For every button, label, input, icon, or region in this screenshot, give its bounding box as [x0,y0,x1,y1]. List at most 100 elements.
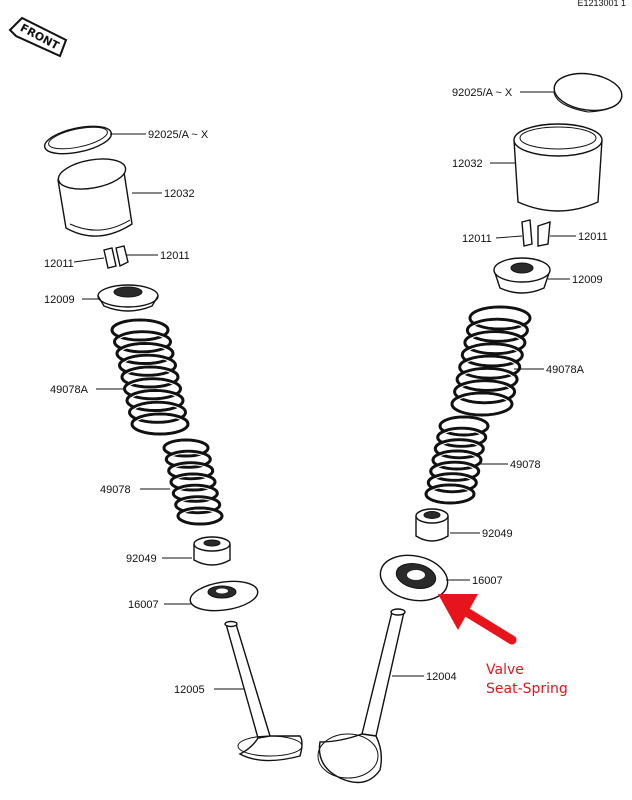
label-right-valve: 12004 [426,671,457,683]
spring-coil [468,305,532,331]
spring-coil [450,391,514,417]
spring-coil [174,495,222,515]
spring-coil-highlight [435,452,479,468]
spring-coil [130,412,190,436]
label-left-retainer: 12009 [44,294,75,306]
spring-coil-highlight [122,356,173,374]
label-right-keeper-b: 12011 [578,231,608,243]
spring-coil-highlight [180,509,220,523]
spring-coil-highlight [437,441,481,457]
label-left-tappet: 12032 [164,188,195,200]
spring-coil-highlight [166,441,206,455]
spring-coil-highlight [127,380,178,398]
annotation-arrow-shaft [455,603,517,645]
spring-coil-highlight [178,498,218,512]
left-inner-spring [162,438,224,526]
label-right-keeper-a: 12011 [462,233,492,245]
label-left-valve: 12005 [174,684,205,696]
spring-coil [171,483,219,503]
spring-coil-highlight [117,333,168,351]
spring-coil-highlight [430,475,474,491]
right-seal [415,508,449,542]
spring-coil [453,379,517,405]
spring-coil [429,460,481,482]
label-right-inner-spring: 49078 [510,459,541,471]
left-retainer [97,284,159,312]
spring-coil-highlight [171,464,211,478]
spring-coil [433,438,485,460]
spring-coil-highlight [129,392,181,409]
label-right-seal: 92049 [482,528,513,540]
spring-coil [125,389,185,412]
left-tappet [57,158,133,237]
left-outer-spring [110,318,190,436]
spring-coil-highlight [464,345,520,365]
front-direction-tag: FRONT [8,16,68,58]
right-seat [379,554,449,602]
right-tappet [513,123,603,212]
left-seat [189,580,259,612]
spring-coil-highlight [132,403,183,421]
right-retainer [493,257,551,294]
label-right-retainer: 12009 [572,274,603,286]
spring-coil-highlight [472,308,528,328]
spring-coil-highlight [114,321,166,339]
spring-coil [455,366,519,392]
right-shim [553,72,623,113]
annotation-line-1: Valve [486,662,524,678]
spring-coil-highlight [459,369,515,389]
spring-coil-highlight [433,463,477,479]
spring-coil-highlight [119,345,171,362]
spring-coil [436,426,488,448]
right-outer-spring [450,305,532,417]
spring-coil [115,342,175,365]
annotation-line-2: Seat-Spring [486,681,568,697]
diagram-code: E1213001 1 [577,0,626,8]
spring-coil [167,461,215,481]
spring-coil [463,330,527,356]
spring-coil-highlight [454,394,510,414]
spring-coil [431,449,483,471]
spring-coil [465,317,529,343]
spring-coil [113,330,172,354]
label-left-keeper-b: 12011 [160,250,190,262]
left-seal [193,536,231,566]
annotation-arrow [438,594,517,645]
left-keepers [103,245,129,269]
spring-coil-highlight [168,452,208,466]
spring-coil [176,506,224,526]
spring-coil-highlight [467,333,523,353]
spring-coil [458,354,522,380]
spring-coil [120,365,180,389]
label-right-outer-spring: 49078A [546,364,585,376]
spring-coil-highlight [173,475,213,489]
right-keepers [521,219,551,247]
label-left-seat: 16007 [128,599,159,611]
label-left-keeper-a: 12011 [44,258,74,270]
spring-coil [169,472,217,492]
spring-coil-highlight [440,429,484,445]
annotation-arrow-head-icon [438,594,478,630]
label-left-seal: 92049 [126,553,157,565]
front-arrow-icon [8,16,68,58]
left-valve [224,620,303,762]
label-left-inner-spring: 49078 [100,484,131,496]
spring-coil [118,353,177,377]
spring-coil [426,472,478,494]
label-left-shim: 92025/A ~ X [148,129,209,141]
spring-coil-highlight [124,368,176,386]
spring-coil [128,400,187,424]
left-shim [43,125,113,155]
spring-coil-highlight [462,357,518,377]
right-inner-spring [424,415,490,505]
label-right-seat: 16007 [472,575,503,587]
spring-coil [110,318,170,342]
spring-coil-highlight [428,486,472,502]
label-right-tappet: 12032 [452,158,483,170]
spring-coil-highlight [442,418,486,434]
spring-coil [460,342,524,368]
spring-coil-highlight [457,382,513,402]
spring-coil [164,449,212,469]
label-right-shim: 92025/A ~ X [452,87,513,99]
